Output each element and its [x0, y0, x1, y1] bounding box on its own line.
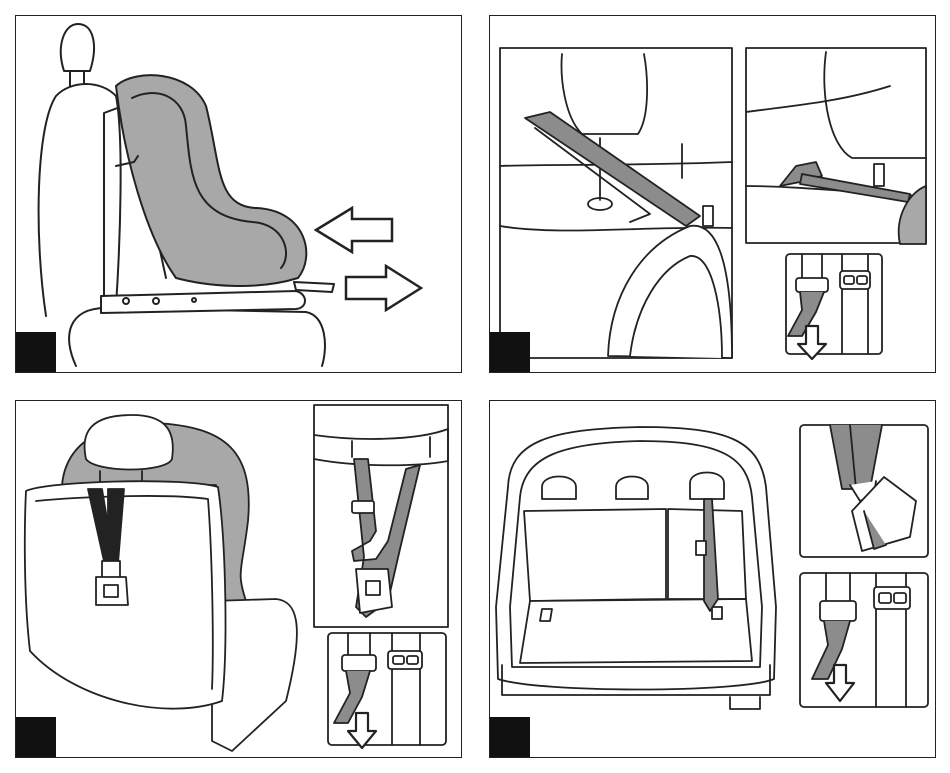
tether-boot-illustration	[490, 401, 936, 758]
step-badge-4	[490, 717, 530, 757]
seat-slide-illustration	[16, 16, 462, 373]
arrow-left-icon	[316, 208, 392, 252]
arrow-right-icon	[346, 266, 421, 310]
tether-headrest-illustration	[490, 16, 936, 373]
panel-2	[489, 15, 936, 373]
tether-seatback-illustration	[16, 401, 462, 758]
step-badge-3	[16, 717, 56, 757]
panel-1	[15, 15, 462, 373]
panel-4	[489, 400, 936, 758]
step-badge-1	[16, 332, 56, 372]
panel-3	[15, 400, 462, 758]
step-badge-2	[490, 332, 530, 372]
